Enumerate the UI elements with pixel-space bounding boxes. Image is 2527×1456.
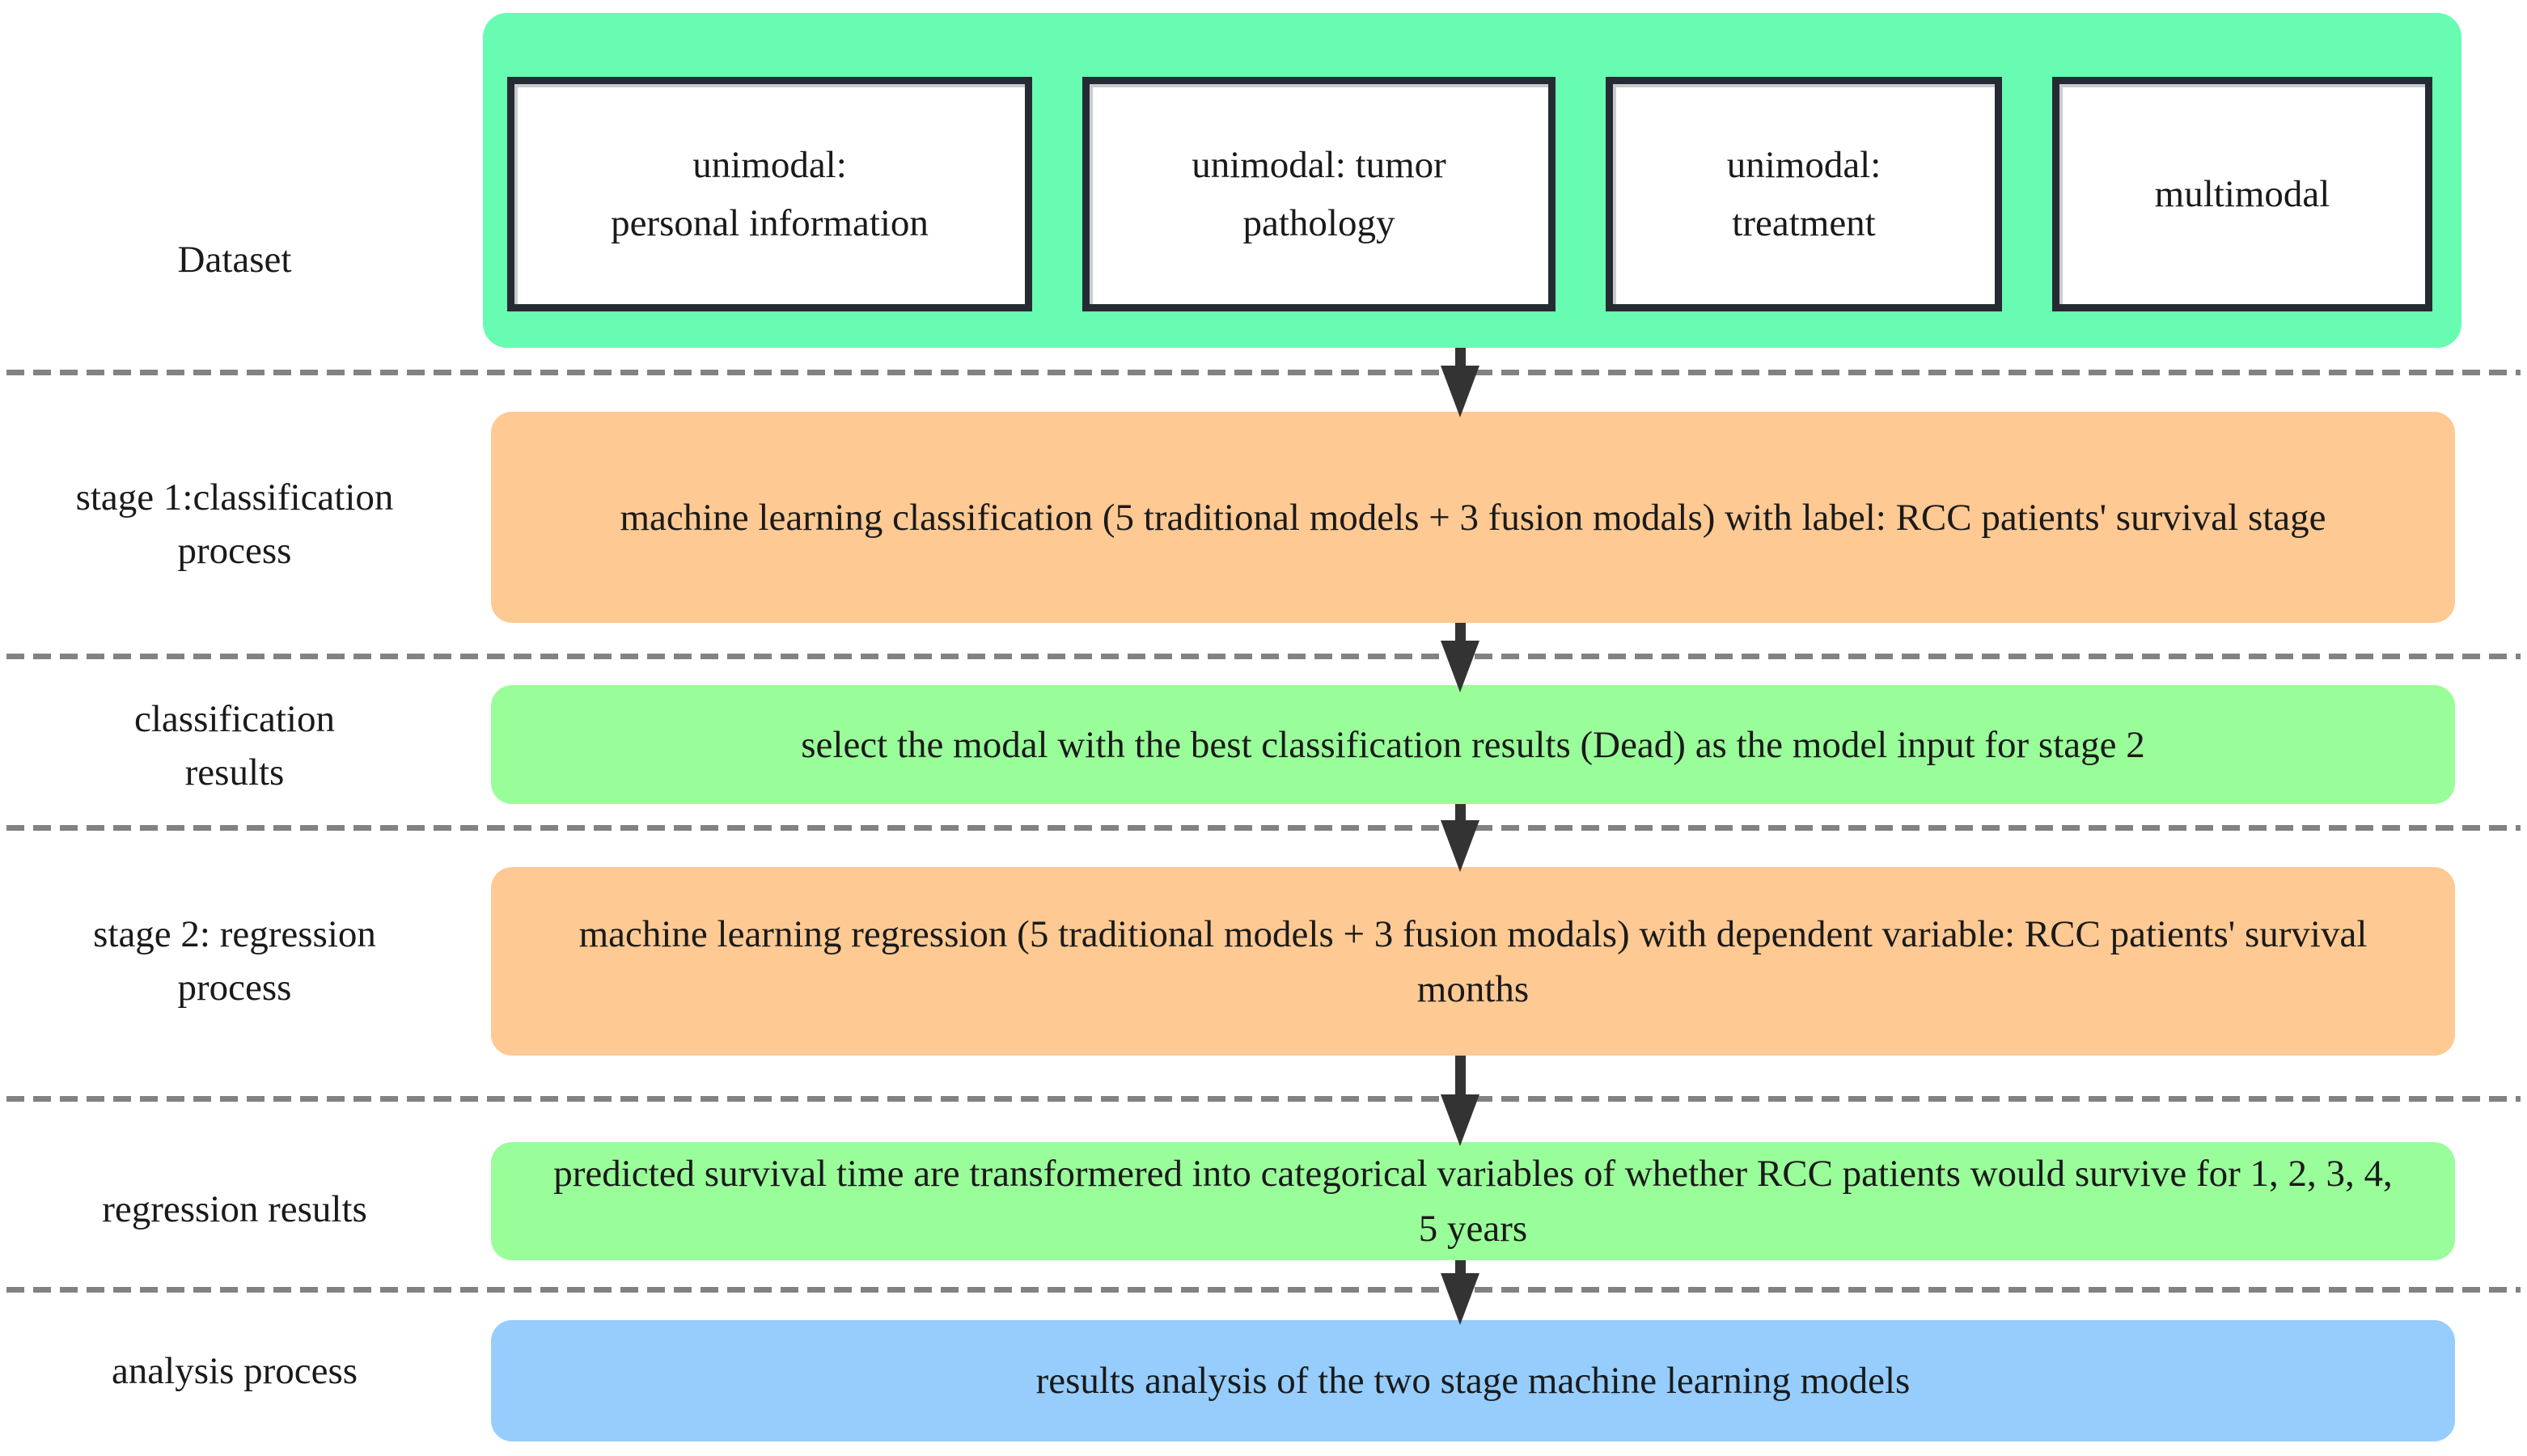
row-label-dataset: Dataset [177,239,292,281]
down-arrow-icon [1441,348,1479,417]
arrow-stem [1454,1056,1466,1094]
row-label-classification-results: classification results [134,698,335,794]
dashed-separator [6,654,2521,659]
arrow-stem [1454,1260,1466,1273]
classification-results-box: select the modal with the best classific… [491,685,2455,804]
arrow-head [1441,1273,1479,1325]
row-label-stage1-classification-process: stage 1:classification process [75,476,394,572]
arrow-stem [1454,623,1466,641]
row-label-analysis-process: analysis process [111,1350,358,1392]
analysis-box: results analysis of the two stage machin… [491,1320,2455,1441]
modality-box-tumor-pathology: unimodal: tumor pathology [1082,77,1556,311]
arrow-head [1441,1094,1479,1146]
row-label-regression-results: regression results [102,1188,367,1230]
dashed-separator [6,1096,2521,1102]
down-arrow-icon [1441,623,1479,692]
arrow-head [1441,820,1479,872]
arrow-head [1441,641,1479,692]
dashed-separator [6,1287,2521,1293]
arrow-head [1441,366,1479,417]
modality-box-treatment: unimodal: treatment [1606,77,2002,311]
down-arrow-icon [1441,1056,1479,1146]
arrow-stem [1454,348,1466,366]
modality-box-multimodal: multimodal [2052,77,2432,311]
down-arrow-icon [1441,804,1479,872]
stage2-regression-box: machine learning regression (5 tradition… [491,867,2455,1056]
arrow-stem [1454,804,1466,820]
modality-box-personal-information: unimodal: personal information [507,77,1032,311]
down-arrow-icon [1441,1260,1479,1325]
dashed-separator [6,370,2521,375]
row-label-stage2-regression-process: stage 2: regression process [93,913,376,1009]
dashed-separator [6,825,2521,831]
regression-results-box: predicted survival time are transformere… [491,1142,2455,1260]
dataset-container: unimodal: personal information unimodal:… [483,13,2461,348]
stage1-classification-box: machine learning classification (5 tradi… [491,412,2455,623]
